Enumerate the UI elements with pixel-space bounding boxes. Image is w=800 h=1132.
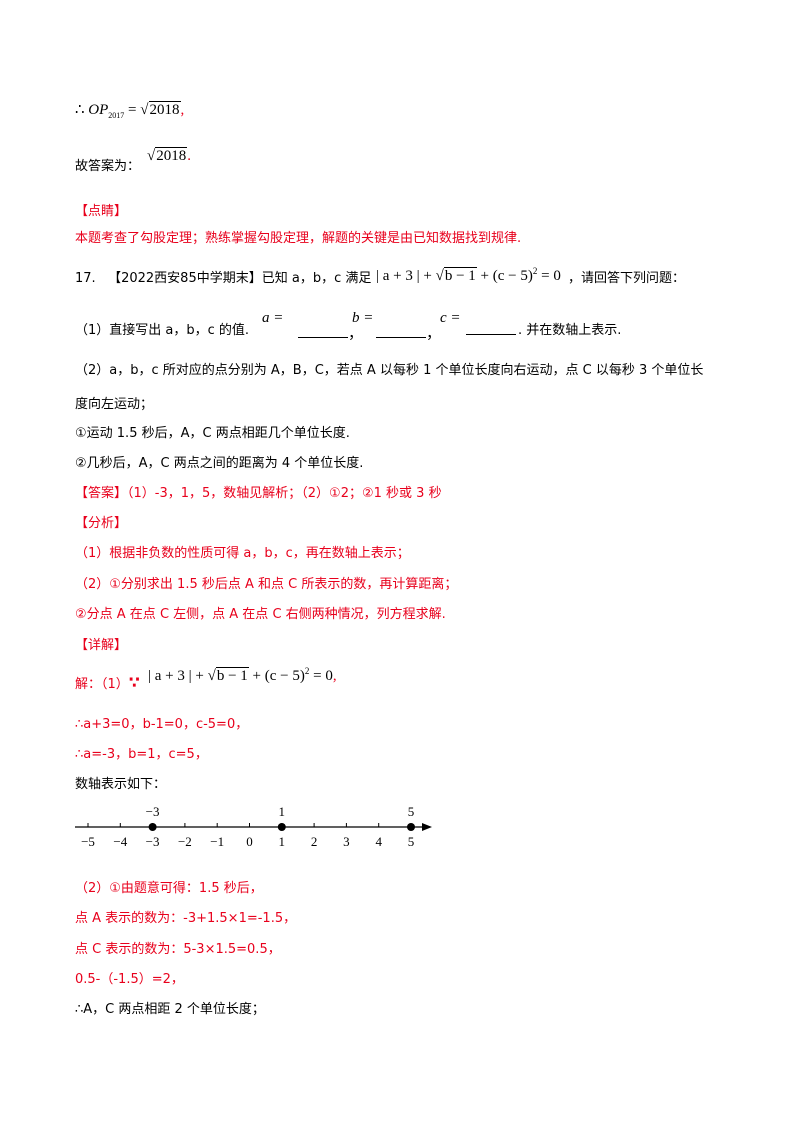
detail-cond-tail: + (c − 5) [252, 668, 305, 684]
analysis-3: ②分点 A 在点 C 左侧，点 A 在点 C 右侧两种情况，列方程求解. [75, 607, 446, 622]
detail-cond-exponent: 2 [304, 666, 310, 676]
number-line: −5 −4 −3 −2 −1 0 1 2 3 4 5 −3 1 5 [75, 804, 432, 849]
cond-tail: + (c − 5) [480, 268, 533, 284]
axis-tick-label: −4 [113, 834, 127, 849]
part1-b: b = [352, 310, 373, 327]
sub-question-2: ②几秒后，A，C 两点之间的距离为 4 个单位长度. [75, 456, 364, 471]
detail-comma: , [332, 668, 337, 684]
cond-exponent: 2 [532, 266, 538, 276]
axis-point-label: 5 [408, 804, 415, 819]
answer-label: 故答案为： [75, 159, 141, 174]
part1-a: a = [262, 310, 283, 327]
axis-point-label: −3 [146, 804, 160, 819]
op-subscript: 2017 [108, 111, 125, 120]
analysis-heading: 【分析】 [75, 516, 128, 531]
axis-tick-label: −2 [178, 834, 192, 849]
part1-b-blank: ， [376, 322, 441, 343]
cond-abs: | a + 3 | + [376, 268, 432, 284]
axis-point [407, 823, 415, 831]
comment-text: 本题考查了勾股定理；熟练掌握勾股定理，解题的关键是由已知数据找到规律. [75, 231, 522, 246]
step-2: ∴a=-3，b=1，c=5， [75, 747, 208, 762]
condition-equation: | a + 3 | + √b − 1 + (c − 5)2 = 0 [376, 266, 561, 284]
axis-tick-label: −3 [146, 834, 160, 849]
axis-tick-label: 3 [343, 834, 350, 849]
comment-heading: 【点睛】 [75, 204, 128, 219]
part1-a-label: a = [262, 310, 284, 326]
part1-c-label: c = [440, 310, 461, 326]
cond-radicand: b − 1 [443, 267, 477, 284]
part2-solution-4: 0.5-（-1.5）=2， [75, 972, 184, 987]
answer-summary: 【答案】（1）-3，1，5，数轴见解析；（2）①2；②1 秒或 3 秒 [75, 486, 442, 501]
axis-point-label: 1 [279, 804, 286, 819]
problem-number: 17. [75, 271, 96, 286]
detail-cond-equals: = 0 [313, 668, 333, 684]
op-variable: OP [88, 102, 109, 118]
equals-sign: = [128, 102, 137, 118]
detail-equation: | a + 3 | + √b − 1 + (c − 5)2 = 0, [148, 666, 337, 684]
axis-tick-label: 0 [246, 834, 253, 849]
part1-c: c = [440, 310, 461, 327]
answer-line: 故答案为： [75, 158, 140, 176]
part2-solution-3: 点 C 表示的数为：5-3×1.5=0.5， [75, 942, 281, 957]
part1-b-label: b = [352, 310, 374, 326]
cond-equals: = 0 [541, 268, 561, 284]
detail-heading: 【详解】 [75, 638, 128, 653]
red-period: . [187, 148, 191, 164]
op-radicand: 2018 [148, 101, 181, 118]
stem-suffix: ，请回答下列问题： [568, 271, 686, 286]
part2-solution-1: （2）①由题意可得：1.5 秒后， [75, 881, 263, 896]
part1-tail: . 并在数轴上表示. [518, 323, 622, 338]
step-1: ∴a+3=0，b-1=0，c-5=0， [75, 717, 249, 732]
red-comma: , [180, 102, 185, 118]
axis-tick-label: 2 [311, 834, 318, 849]
axis-tick-label: 1 [279, 834, 286, 849]
answer-radicand: 2018 [155, 147, 188, 164]
part1-text: （1）直接写出 a，b，c 的值. [75, 323, 250, 338]
part2-line1: （2）a，b，c 所对应的点分别为 A，B，C，若点 A 以每秒 1 个单位长度… [75, 363, 704, 378]
part1-c-blank [466, 322, 516, 340]
axis-tick-label: −1 [210, 834, 224, 849]
part2-solution-5: ∴A，C 两点相距 2 个单位长度； [75, 1002, 265, 1017]
detail-lead: 解：（1）∵ [75, 674, 140, 694]
therefore-symbol: ∴ [75, 102, 85, 118]
sub-question-1: ①运动 1.5 秒后，A，C 两点相距几个单位长度. [75, 426, 350, 441]
problem-source: 【2022西安85中学期末】 [108, 271, 262, 286]
answer-sqrt: √2018. [147, 147, 191, 164]
analysis-1: （1）根据非负数的性质可得 a，b，c，再在数轴上表示； [75, 546, 410, 561]
detail-cond-abs: | a + 3 | + [148, 668, 204, 684]
problem-stem: 17. 【2022西安85中学期末】已知 a，b，c 满足 [75, 270, 371, 288]
axis-tick-label: −5 [81, 834, 95, 849]
axis-point [277, 823, 286, 831]
detail-lead-text: 解：（1） [75, 677, 129, 692]
part1-a-blank: ， [298, 322, 363, 343]
detail-cond-radicand: b − 1 [215, 667, 249, 684]
axis-tick-label: 5 [408, 834, 415, 849]
because-symbol: ∵ [128, 673, 140, 692]
part2-solution-2: 点 A 表示的数为：-3+1.5×1=-1.5， [75, 911, 297, 926]
part2-line2: 度向左运动； [75, 397, 154, 412]
axis-arrow [422, 823, 432, 831]
axis-caption: 数轴表示如下： [75, 777, 167, 792]
op-equation: ∴ OP2017 = √2018, [75, 101, 185, 120]
axis-tick-label: 4 [375, 834, 382, 849]
analysis-2: （2）①分别求出 1.5 秒后点 A 和点 C 所表示的数，再计算距离； [75, 577, 458, 592]
stem-prefix: 已知 a，b，c 满足 [261, 271, 372, 286]
axis-point [148, 823, 157, 831]
